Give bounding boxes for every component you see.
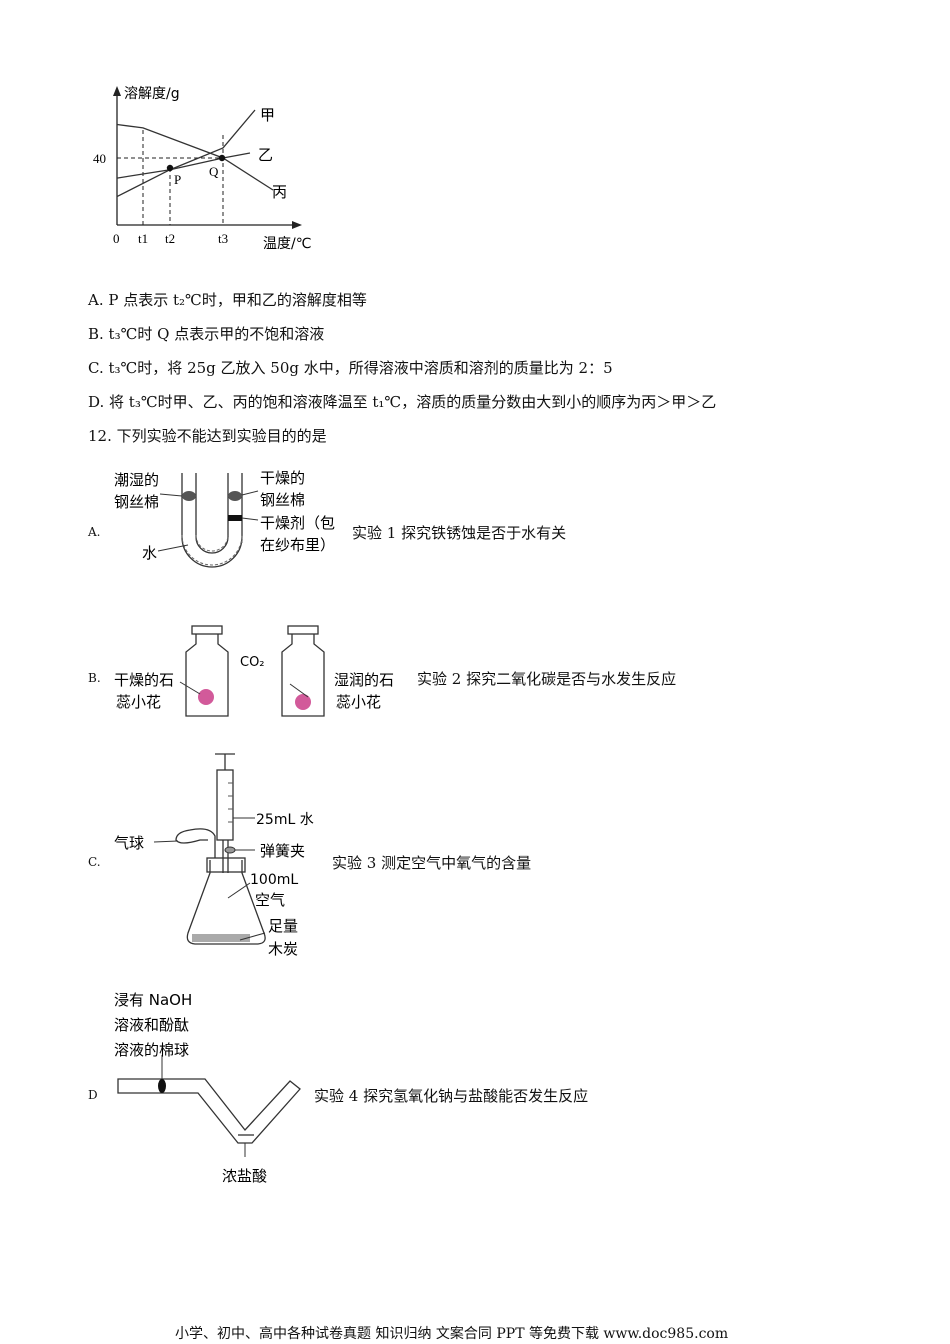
q11-option-c: C. t₃℃时，将 25g 乙放入 50g 水中，所得溶液中溶质和溶剂的质量比为… [88, 359, 613, 377]
x-axis-arrow [292, 221, 302, 229]
q12-stem: 12. 下列实验不能达到实验目的的是 [88, 427, 327, 445]
option-a-letter: A. [88, 525, 101, 539]
page-footer: 小学、初中、高中各种试卷真题 知识归纳 文案合同 PPT 等免费下载 www.d… [175, 1326, 729, 1342]
svg-text:钢丝棉: 钢丝棉 [114, 493, 159, 511]
svg-text:水: 水 [142, 544, 157, 562]
svg-text:空气: 空气 [255, 891, 285, 909]
dry-steel-wool [228, 491, 242, 501]
u-tube-diagram: 潮湿的 钢丝棉 干燥的 钢丝棉 干燥剂（包 在纱布里） 水 [114, 469, 335, 568]
curve-bing [116, 123, 274, 191]
flask-syringe-diagram: 25mL 水 气球 弹簧夹 100mL 空气 足量 木炭 [114, 753, 314, 958]
option-c-letter: C. [88, 855, 101, 869]
svg-text:浓盐酸: 浓盐酸 [222, 1167, 267, 1185]
y-axis-arrow [113, 86, 121, 96]
cotton-ball [158, 1079, 166, 1093]
x-axis-label: 温度/℃ [263, 236, 311, 252]
origin-label: 0 [113, 231, 120, 246]
svg-text:25mL 水: 25mL 水 [256, 812, 314, 828]
svg-text:溶液的棉球: 溶液的棉球 [114, 1041, 189, 1059]
svg-text:干燥的: 干燥的 [260, 469, 305, 487]
point-q-label: Q [209, 164, 219, 179]
svg-text:干燥剂（包: 干燥剂（包 [260, 514, 335, 532]
curve-jia [116, 109, 256, 198]
y-tick-40: 40 [93, 151, 106, 166]
series-label-bing: 丙 [272, 183, 287, 201]
x-tick-t1: t1 [138, 231, 148, 246]
svg-text:蕊小花: 蕊小花 [336, 693, 381, 711]
svg-text:溶液和酚酞: 溶液和酚酞 [114, 1016, 189, 1034]
option-a-desc: 实验 1 探究铁锈蚀是否于水有关 [352, 524, 567, 542]
option-d-letter: D [88, 1088, 98, 1102]
wet-litmus-flower [295, 694, 311, 710]
svg-text:100mL: 100mL [250, 872, 298, 888]
svg-text:湿润的石: 湿润的石 [334, 671, 394, 689]
curve-yi [116, 152, 251, 179]
y-axis-label: 溶解度/g [124, 86, 180, 102]
q11-option-d: D. 将 t₃℃时甲、乙、丙的饱和溶液降温至 t₁℃，溶质的质量分数由大到小的顺… [88, 393, 717, 411]
svg-text:足量: 足量 [268, 917, 298, 935]
solubility-chart: 溶解度/g 温度/℃ 0 40 t1 t2 t3 甲 乙 丙 P Q [93, 86, 311, 252]
svg-text:蕊小花: 蕊小花 [116, 693, 161, 711]
q11-option-b: B. t₃℃时 Q 点表示甲的不饱和溶液 [88, 325, 325, 343]
dry-litmus-flower [198, 689, 214, 705]
co2-bottles-diagram: 干燥的石 蕊小花 CO₂ 湿润的石 蕊小花 [114, 625, 394, 717]
svg-text:木炭: 木炭 [268, 940, 298, 958]
svg-text:气球: 气球 [114, 834, 144, 852]
desiccant [228, 515, 242, 521]
point-q [218, 154, 226, 162]
svg-text:浸有 NaOH: 浸有 NaOH [114, 991, 192, 1009]
option-b-letter: B. [88, 671, 101, 685]
svg-text:CO₂: CO₂ [240, 655, 265, 670]
point-p [166, 164, 174, 172]
charcoal [192, 934, 250, 942]
svg-text:干燥的石: 干燥的石 [114, 671, 174, 689]
series-label-yi: 乙 [258, 146, 273, 164]
series-label-jia: 甲 [260, 106, 275, 124]
option-c-desc: 实验 3 测定空气中氧气的含量 [332, 854, 532, 872]
v-tube-diagram: 浸有 NaOH 溶液和酚酞 溶液的棉球 浓盐酸 [114, 991, 301, 1185]
spring-clip [224, 846, 236, 854]
option-d-desc: 实验 4 探究氢氧化钠与盐酸能否发生反应 [314, 1087, 589, 1105]
svg-text:钢丝棉: 钢丝棉 [260, 491, 305, 509]
option-b-desc: 实验 2 探究二氧化碳是否与水发生反应 [417, 670, 677, 688]
svg-text:弹簧夹: 弹簧夹 [260, 842, 305, 860]
wet-steel-wool [182, 491, 196, 501]
point-p-label: P [174, 172, 181, 187]
svg-text:潮湿的: 潮湿的 [114, 471, 159, 489]
svg-text:在纱布里）: 在纱布里） [260, 536, 335, 554]
q11-option-a: A. P 点表示 t₂℃时，甲和乙的溶解度相等 [88, 291, 367, 309]
x-tick-t3: t3 [218, 231, 228, 246]
x-tick-t2: t2 [165, 231, 175, 246]
